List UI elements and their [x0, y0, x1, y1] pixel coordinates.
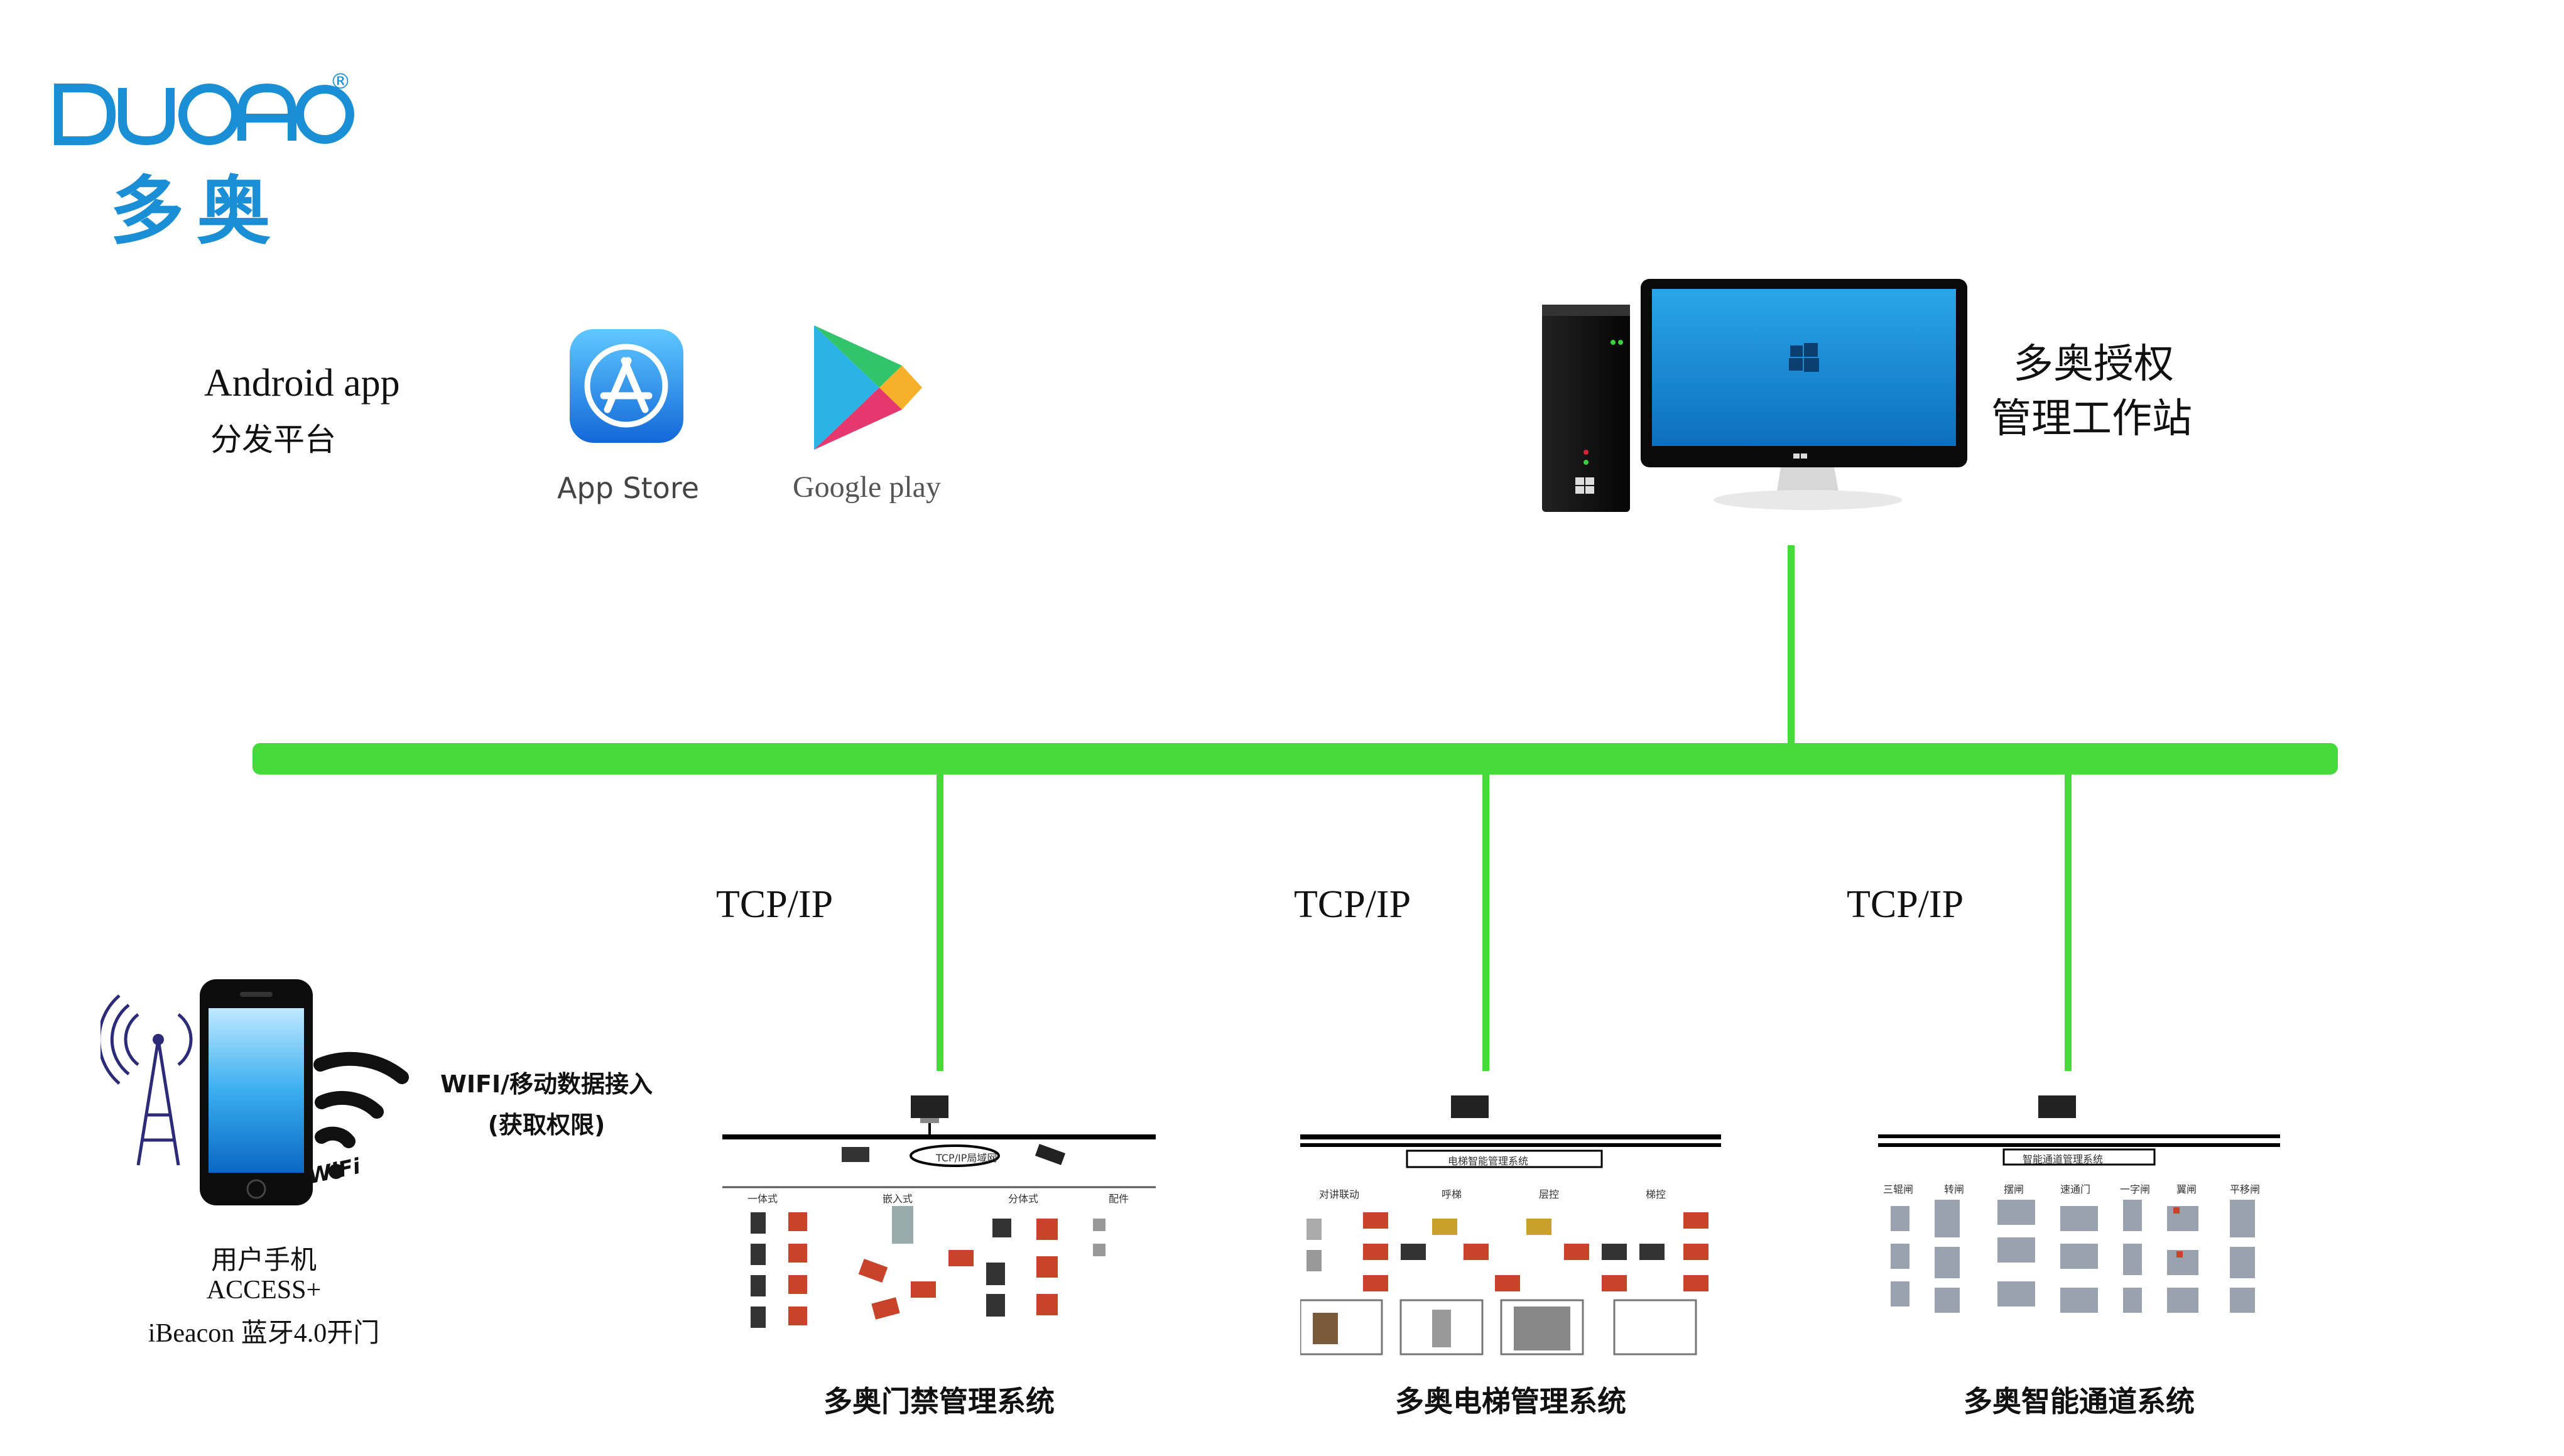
channel-header: 智能通道管理系统 — [2023, 1153, 2104, 1165]
channel-col-3: 摆闸 — [2004, 1183, 2024, 1195]
phone-connect-line1: WIFI/移动数据接入 — [440, 1070, 653, 1098]
registered-mark: ® — [330, 69, 351, 94]
workstation-link-line — [1788, 545, 1795, 747]
app-store-label: App Store — [557, 471, 700, 505]
channel-col-4: 速通门 — [2060, 1183, 2091, 1195]
google-play-label: Google play — [793, 470, 941, 504]
distribution-title: Android app — [204, 362, 400, 405]
workstation-title-line1: 多奥授权 — [2013, 341, 2174, 388]
channel-col-6: 翼闸 — [2176, 1183, 2197, 1195]
access-control-col-2: 嵌入式 — [883, 1193, 913, 1205]
google-play-icon[interactable] — [810, 322, 923, 454]
access-plus-label: ACCESS+ — [206, 1276, 322, 1305]
brand-cn-name: 多奥 — [110, 168, 284, 254]
channel-diagram: 智能通道管理系统 三辊闸 转闸 摆闸 速通门 一字闸 翼闸 平移闸 — [1878, 1093, 2280, 1357]
desktop-computer-icon — [1533, 276, 1972, 521]
access-control-col-4: 配件 — [1109, 1193, 1129, 1205]
distribution-subtitle: 分发平台 — [210, 421, 336, 458]
channel-col-1: 三辊闸 — [1883, 1183, 1914, 1195]
elevator-col-3: 层控 — [1539, 1188, 1560, 1200]
workstation-title-line2: 管理工作站 — [1991, 396, 2192, 442]
app-store-icon[interactable] — [568, 328, 685, 444]
ibeacon-label: iBeacon 蓝牙4.0开门 — [148, 1319, 380, 1348]
access-control-col-1: 一体式 — [747, 1193, 778, 1205]
elevator-col-4: 梯控 — [1646, 1188, 1666, 1200]
logo-mark-icon — [54, 83, 354, 146]
elevator-col-2: 呼梯 — [1442, 1188, 1462, 1200]
elevator-title: 多奥电梯管理系统 — [1395, 1384, 1626, 1418]
channel-col-7: 平移闸 — [2230, 1183, 2261, 1195]
access-control-header: TCP/IP局域网 — [936, 1152, 997, 1164]
channel-title: 多奥智能通道系统 — [1964, 1384, 2195, 1418]
elevator-col-1: 对讲联动 — [1319, 1188, 1360, 1200]
protocol-label-2: TCP/IP — [1294, 883, 1411, 926]
drop-line-elevator — [1482, 769, 1489, 1071]
access-control-col-3: 分体式 — [1008, 1193, 1039, 1205]
access-control-diagram: TCP/IP局域网 一体式 嵌入式 分体式 配件 — [722, 1093, 1156, 1357]
network-bus — [253, 743, 2338, 774]
smartphone-icon: WiFi — [97, 977, 427, 1215]
user-phone-label: 用户手机 — [210, 1244, 317, 1275]
protocol-label-3: TCP/IP — [1847, 883, 1964, 926]
phone-connect-line2: (获取权限) — [487, 1111, 606, 1139]
brand-logo: ® 多奥 — [53, 69, 355, 254]
protocol-label-1: TCP/IP — [716, 883, 834, 926]
elevator-diagram: 电梯智能管理系统 对讲联动 呼梯 层控 梯控 — [1299, 1093, 1721, 1357]
channel-col-5: 一字闸 — [2120, 1183, 2151, 1195]
access-control-title: 多奥门禁管理系统 — [823, 1384, 1055, 1418]
drop-line-channel — [2065, 769, 2072, 1071]
channel-col-2: 转闸 — [1944, 1183, 1965, 1195]
drop-line-access — [937, 769, 943, 1071]
elevator-header: 电梯智能管理系统 — [1448, 1155, 1529, 1167]
